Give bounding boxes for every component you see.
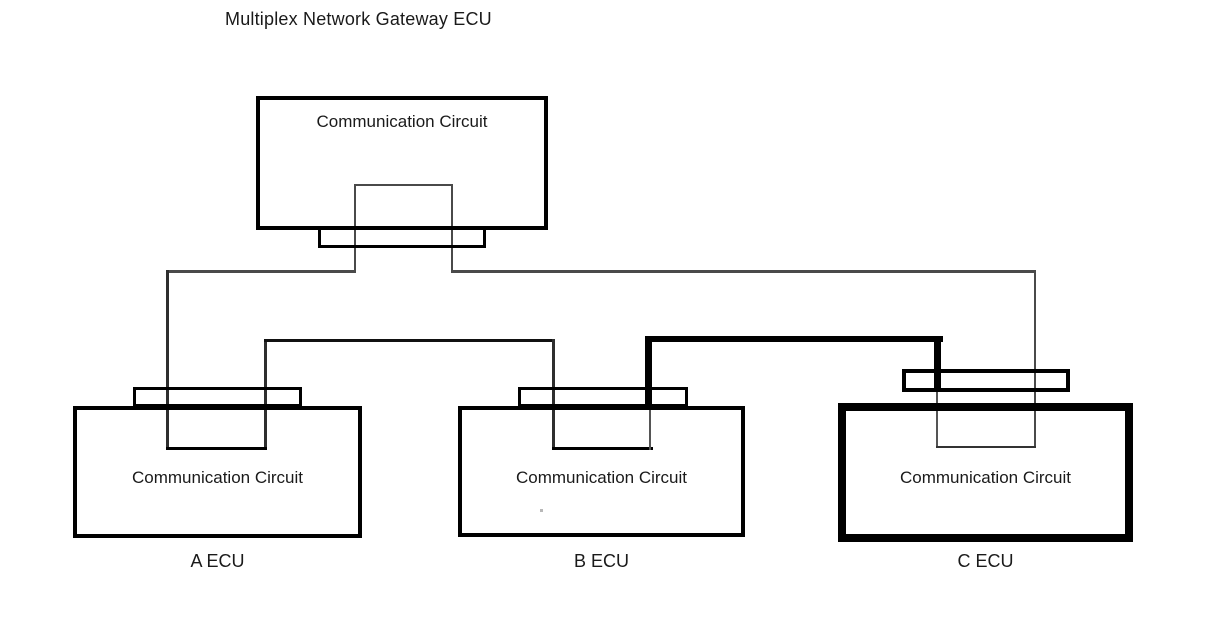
a-ecu-name-label: A ECU <box>190 551 245 571</box>
a-ecu-box <box>73 406 362 538</box>
gateway-connector-bar <box>318 227 486 248</box>
b-ecu-connector-bar <box>518 387 688 407</box>
a-ecu-circuit-label: Communication Circuit <box>132 468 303 487</box>
wire-b-to-c-vertical-b-side-bold <box>645 336 652 410</box>
wire-gateway-to-a-horizontal <box>166 270 356 273</box>
wire-a-to-b-bus <box>264 339 555 342</box>
wire-b-to-c-vertical-c-side-bold <box>934 336 941 390</box>
a-ecu-inner-connector-bottom <box>166 447 267 450</box>
c-ecu-name-label: C ECU <box>957 551 1014 571</box>
wire-a-to-b-vertical-a-side <box>264 339 267 450</box>
b-ecu-name-label: B ECU <box>573 551 629 571</box>
c-ecu-connector-bar <box>902 369 1070 392</box>
b-ecu-inner-connector-right-side <box>649 407 651 450</box>
wire-b-to-c-bold-bus <box>645 336 943 342</box>
wire-a-to-b-vertical-b-side <box>552 339 555 450</box>
c-ecu-inner-connector-bottom <box>936 446 1036 448</box>
wire-gateway-to-c-vertical <box>1034 270 1036 448</box>
b-ecu-inner-connector-bottom <box>552 447 653 450</box>
gateway-circuit-label: Communication Circuit <box>316 112 488 131</box>
a-ecu-connector-bar <box>133 387 302 407</box>
gateway-ecu-box <box>256 96 548 230</box>
c-ecu-box-highlighted <box>838 403 1133 542</box>
b-ecu-box <box>458 406 745 537</box>
c-ecu-circuit-label: Communication Circuit <box>900 468 1071 487</box>
wire-gateway-to-a-vertical <box>166 270 169 450</box>
stray-dot-artifact <box>540 509 543 512</box>
diagram-title: Multiplex Network Gateway ECU <box>225 9 492 29</box>
c-ecu-inner-connector-left-side <box>936 390 938 448</box>
wire-gateway-to-c-horizontal <box>451 270 1036 273</box>
b-ecu-circuit-label: Communication Circuit <box>516 468 687 487</box>
